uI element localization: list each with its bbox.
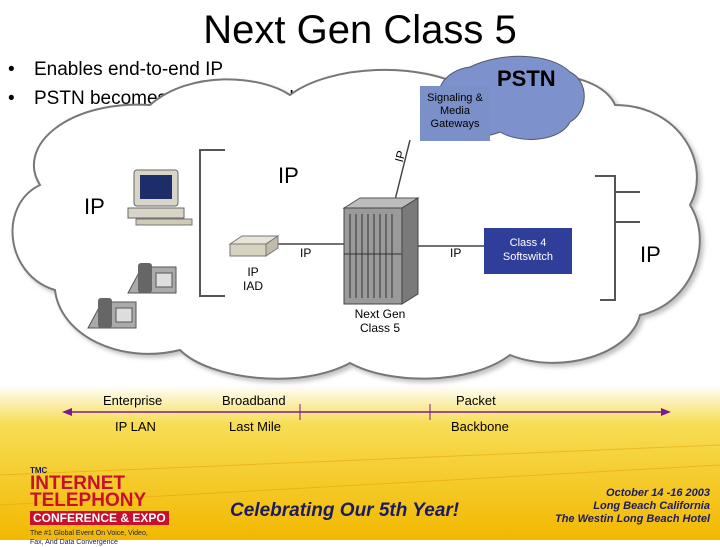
scale-label-last-mile: Last Mile: [229, 419, 282, 434]
softswitch-box: [484, 228, 572, 274]
gateway-label-line: Media: [440, 105, 470, 117]
page-title: Next Gen Class 5: [203, 8, 517, 52]
iad-label-line: IP: [247, 265, 259, 279]
class5-label: Next Gen Class 5: [340, 307, 420, 335]
bullet-item: Enables end-to-end IP: [8, 55, 299, 84]
class5-label-line: Next Gen: [354, 307, 406, 321]
phone-icon: [127, 263, 177, 294]
conference-logo: TMC INTERNET TELEPHONY CONFERENCE & EXPO…: [30, 466, 169, 547]
conference-name-line: INTERNET: [30, 473, 125, 494]
softswitch-label: Class 4 Softswitch: [484, 236, 572, 264]
class5-switch-icon: [342, 197, 420, 305]
event-details-line: October 14 -16 2003: [606, 487, 710, 499]
ip-link-label: IP: [300, 246, 312, 260]
conference-tagline-line: Fax, And Data Convergence: [30, 539, 118, 546]
gateway-label-line: Gateways: [430, 118, 480, 130]
phone-icon: [87, 298, 137, 329]
ip-label: IP: [278, 163, 299, 188]
conference-name-line: TELEPHONY: [30, 490, 147, 511]
scale-label-ip-lan: IP LAN: [115, 419, 156, 434]
scale-label-enterprise: Enterprise: [103, 393, 163, 408]
iad-device-icon: [228, 235, 280, 257]
event-details-line: The Westin Long Beach Hotel: [554, 513, 710, 525]
gateway-label-line: Signaling &: [427, 92, 483, 104]
conference-tagline-line: The #1 Global Event On Voice, Video,: [30, 530, 148, 537]
iad-label: IP IAD: [236, 265, 270, 293]
iad-label-line: IAD: [242, 279, 263, 293]
ip-link-label: IP: [450, 246, 462, 260]
class5-label-line: Class 5: [359, 321, 400, 335]
slogan: Celebrating Our 5th Year!: [230, 500, 460, 521]
gateway-box: [420, 86, 490, 141]
conference-tagline: The #1 Global Event On Voice, Video, Fax…: [30, 529, 169, 547]
softswitch-label-line: Class 4: [509, 237, 547, 249]
ip-label: IP: [640, 242, 661, 267]
scale-label-broadband: Broadband: [222, 393, 286, 408]
event-details: October 14 -16 2003 Long Beach Californi…: [520, 487, 710, 526]
scale-label-backbone: Backbone: [451, 419, 509, 434]
event-details-line: Long Beach California: [593, 500, 710, 512]
conference-name-line: CONFERENCE & EXPO: [30, 511, 169, 525]
ip-label: IP: [84, 194, 105, 219]
softswitch-label-line: Softswitch: [502, 251, 554, 263]
scale-label-packet: Packet: [456, 393, 496, 408]
computer-icon: [127, 169, 193, 226]
gateway-label: Signaling & Media Gateways: [420, 92, 490, 131]
conference-logo-small: TMC: [30, 466, 48, 475]
pstn-label: PSTN: [497, 66, 556, 91]
